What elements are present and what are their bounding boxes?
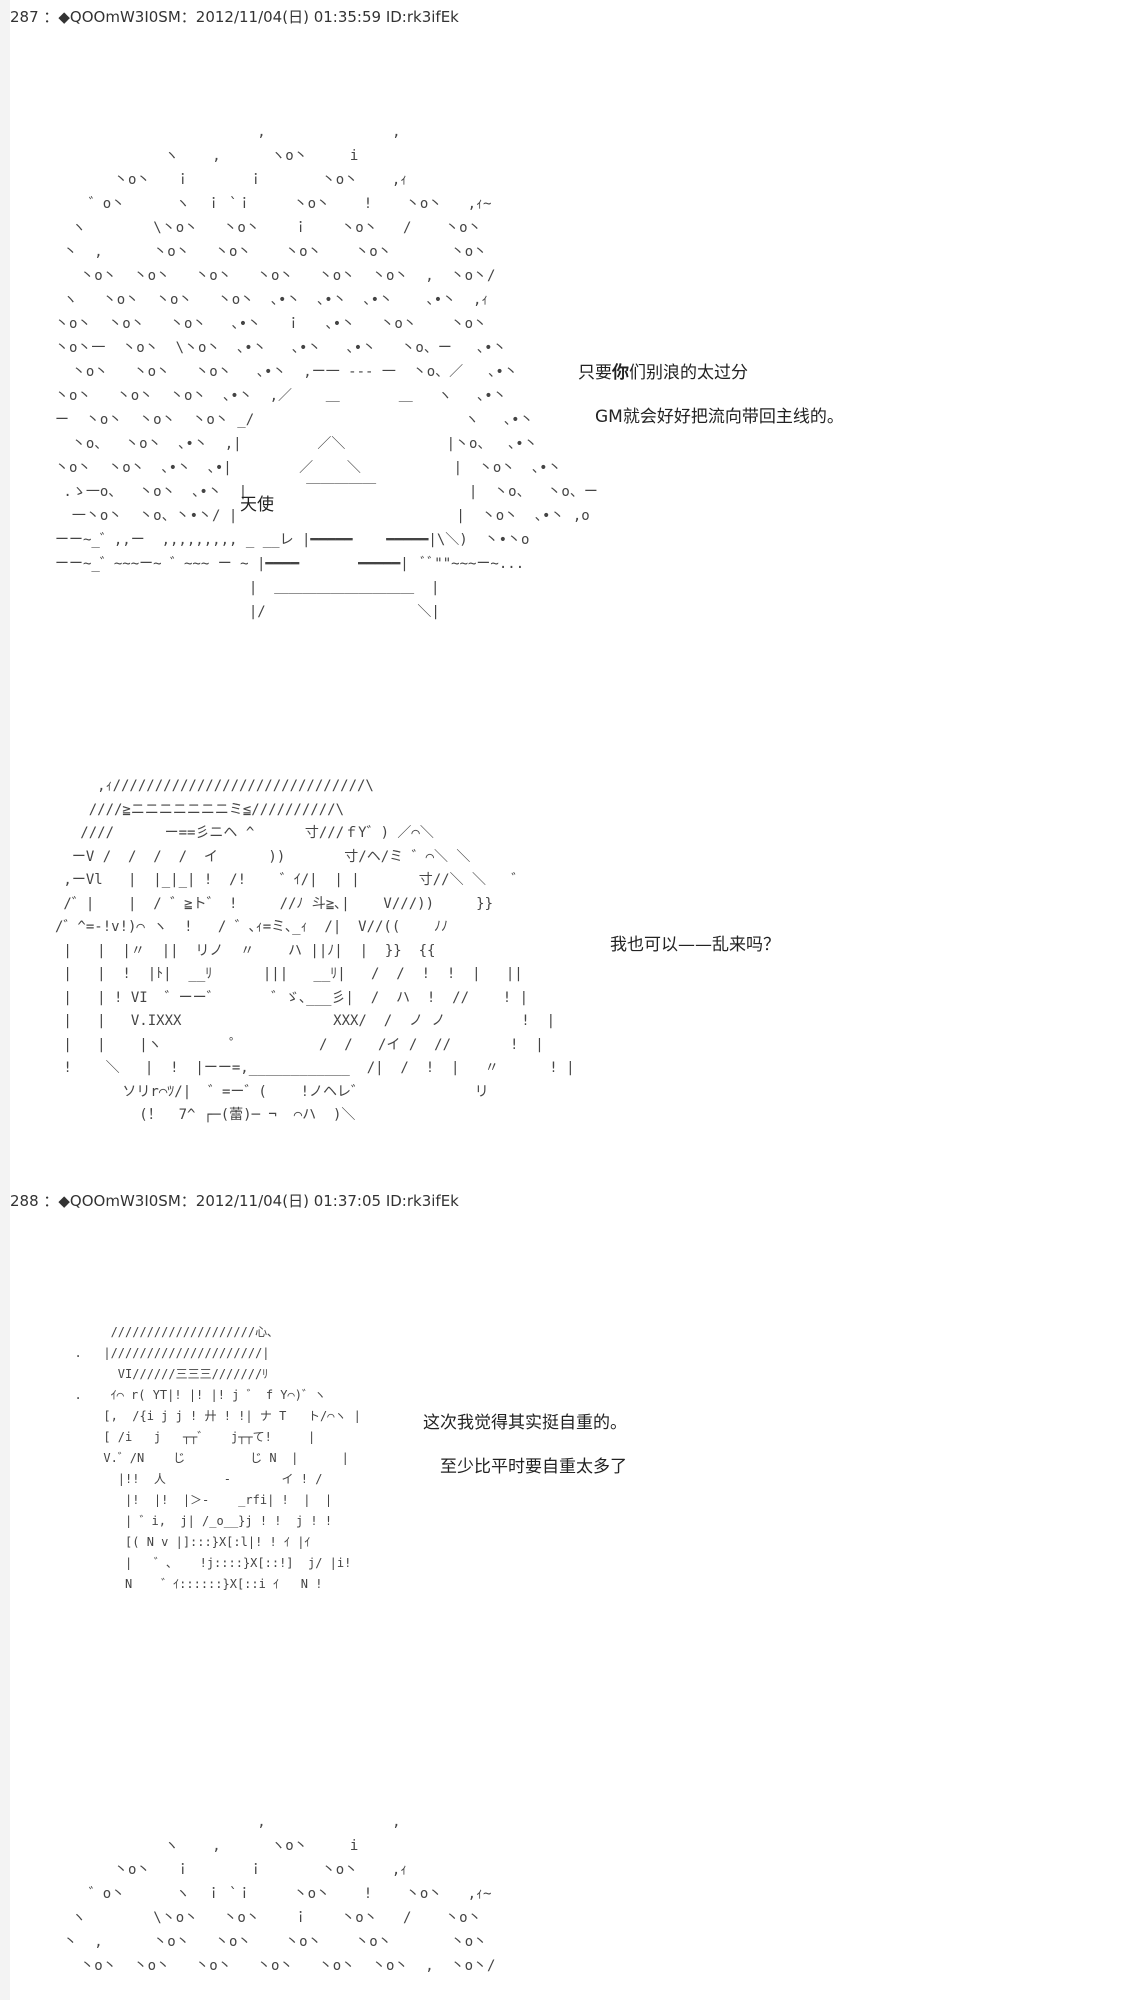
ascii-art-angel: , , ヽ , ヽo丶 i 丶o丶 ｉ ｉ 丶o丶 ,ｨ ゛o丶 ヽ ｉ `ｉ … [55, 124, 534, 428]
ascii-art-angel-repeat: , , ヽ , ヽo丶 i 丶o丶 ｉ ｉ 丶o丶 ,ｨ ゛o丶 ヽ ｉ `ｉ … [63, 1814, 496, 1974]
left-margin-bar [0, 0, 10, 2000]
post-header-287: 287 ：◆QOOmW3I0SM：2012/11/04(日) 01:35:59 … [10, 8, 459, 26]
dialogue-line-1: 只要你们别浪的太过分 [578, 363, 748, 383]
ascii-art-character-face: ,ｨ//////////////////////////////\ ////≧ニ… [55, 778, 575, 1123]
dialogue-line-3: 我也可以——乱来吗？ [610, 935, 780, 955]
dialogue-line-4: 这次我觉得其实挺自重的。 [423, 1413, 627, 1433]
angel-label: 天使 [240, 495, 274, 515]
dialogue-line-2: GM就会好好把流向带回主线的。 [595, 407, 844, 427]
dialogue-line-5: 至少比平时要自重太多了 [440, 1457, 627, 1477]
ascii-art-angel-lower: 丶o、 丶o丶 ､•丶 ,| ／＼ |丶o、 ､•丶 丶o丶 丶o丶 ､•丶 ､… [55, 436, 598, 620]
ascii-art-character-small: ////////////////////心､ . |//////////////… [74, 1325, 361, 1591]
post-header-288: 288 ：◆QOOmW3I0SM：2012/11/04(日) 01:37:05 … [10, 1192, 459, 1210]
